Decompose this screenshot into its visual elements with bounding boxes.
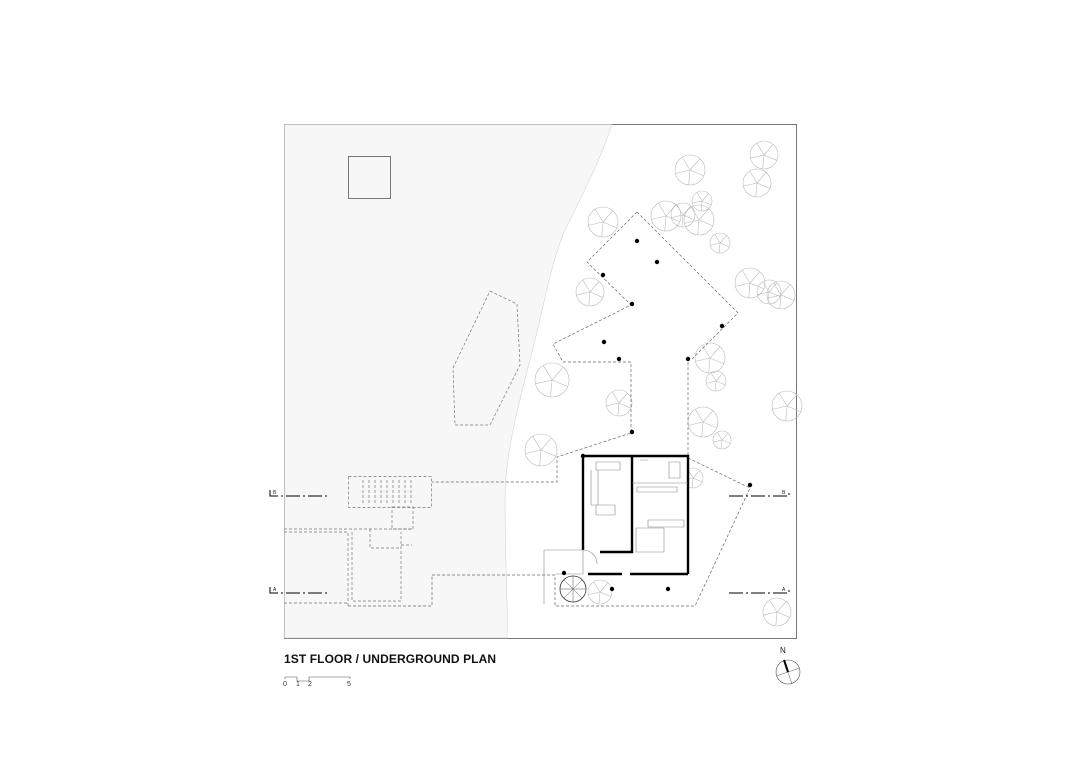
scale-tick-2: 2 xyxy=(308,681,312,688)
column-dot xyxy=(616,356,622,362)
terrace-outline xyxy=(348,457,751,607)
tree-symbol xyxy=(687,406,719,438)
column-dot xyxy=(601,339,607,345)
tree-symbol xyxy=(734,267,766,299)
section-markers xyxy=(269,490,790,594)
section-a-label-right: A xyxy=(782,587,786,593)
tree-symbol xyxy=(683,204,715,236)
tree-symbol xyxy=(712,430,732,450)
tree-symbol xyxy=(534,362,570,398)
tree-symbol xyxy=(575,277,605,307)
tree-symbol xyxy=(766,280,796,310)
scale-tick-5: 5 xyxy=(347,681,351,688)
tree-symbol xyxy=(691,190,713,212)
scale-tick-0: 0 xyxy=(283,681,287,688)
scale-bar xyxy=(284,676,351,682)
north-label: N xyxy=(780,646,786,655)
trees-group xyxy=(524,140,803,627)
section-b-label-left: B xyxy=(273,490,277,496)
column-dot xyxy=(634,238,640,244)
column-dot xyxy=(685,356,691,362)
tree-symbol xyxy=(670,202,696,228)
column-dot xyxy=(654,259,660,265)
tree-symbol xyxy=(674,154,706,186)
tree-symbol xyxy=(749,140,779,170)
tree-symbol xyxy=(709,232,731,254)
tree-symbol xyxy=(771,390,803,422)
tree-symbol xyxy=(650,200,682,232)
column-dot xyxy=(629,429,635,435)
scale-tick-1: 1 xyxy=(296,681,300,688)
tree-symbol xyxy=(587,579,613,605)
columns-group xyxy=(561,238,753,592)
tree-symbol xyxy=(524,433,558,467)
drawing-title: 1ST FLOOR / UNDERGROUND PLAN xyxy=(284,652,497,666)
section-a-label-left: A xyxy=(273,587,277,593)
roof-outline xyxy=(432,211,739,483)
house-plan xyxy=(543,454,690,604)
column-dot xyxy=(629,301,635,307)
column-dot xyxy=(580,453,586,459)
north-arrow-icon xyxy=(775,659,801,685)
column-dot xyxy=(609,586,615,592)
tree-symbol xyxy=(587,206,619,238)
column-dot xyxy=(719,323,725,329)
tree-symbol xyxy=(705,370,727,392)
landscape-area xyxy=(284,124,613,639)
column-dot xyxy=(665,586,671,592)
pond-outline xyxy=(452,290,521,426)
column-dot xyxy=(561,570,567,576)
column-dot xyxy=(600,272,606,278)
skylight-square xyxy=(348,156,391,199)
tree-symbol xyxy=(605,389,633,417)
section-b-label-right: B xyxy=(782,490,786,496)
tree-symbol xyxy=(742,168,772,198)
column-dot xyxy=(747,482,753,488)
tree-symbol xyxy=(762,597,792,627)
underground-outline xyxy=(284,476,432,606)
